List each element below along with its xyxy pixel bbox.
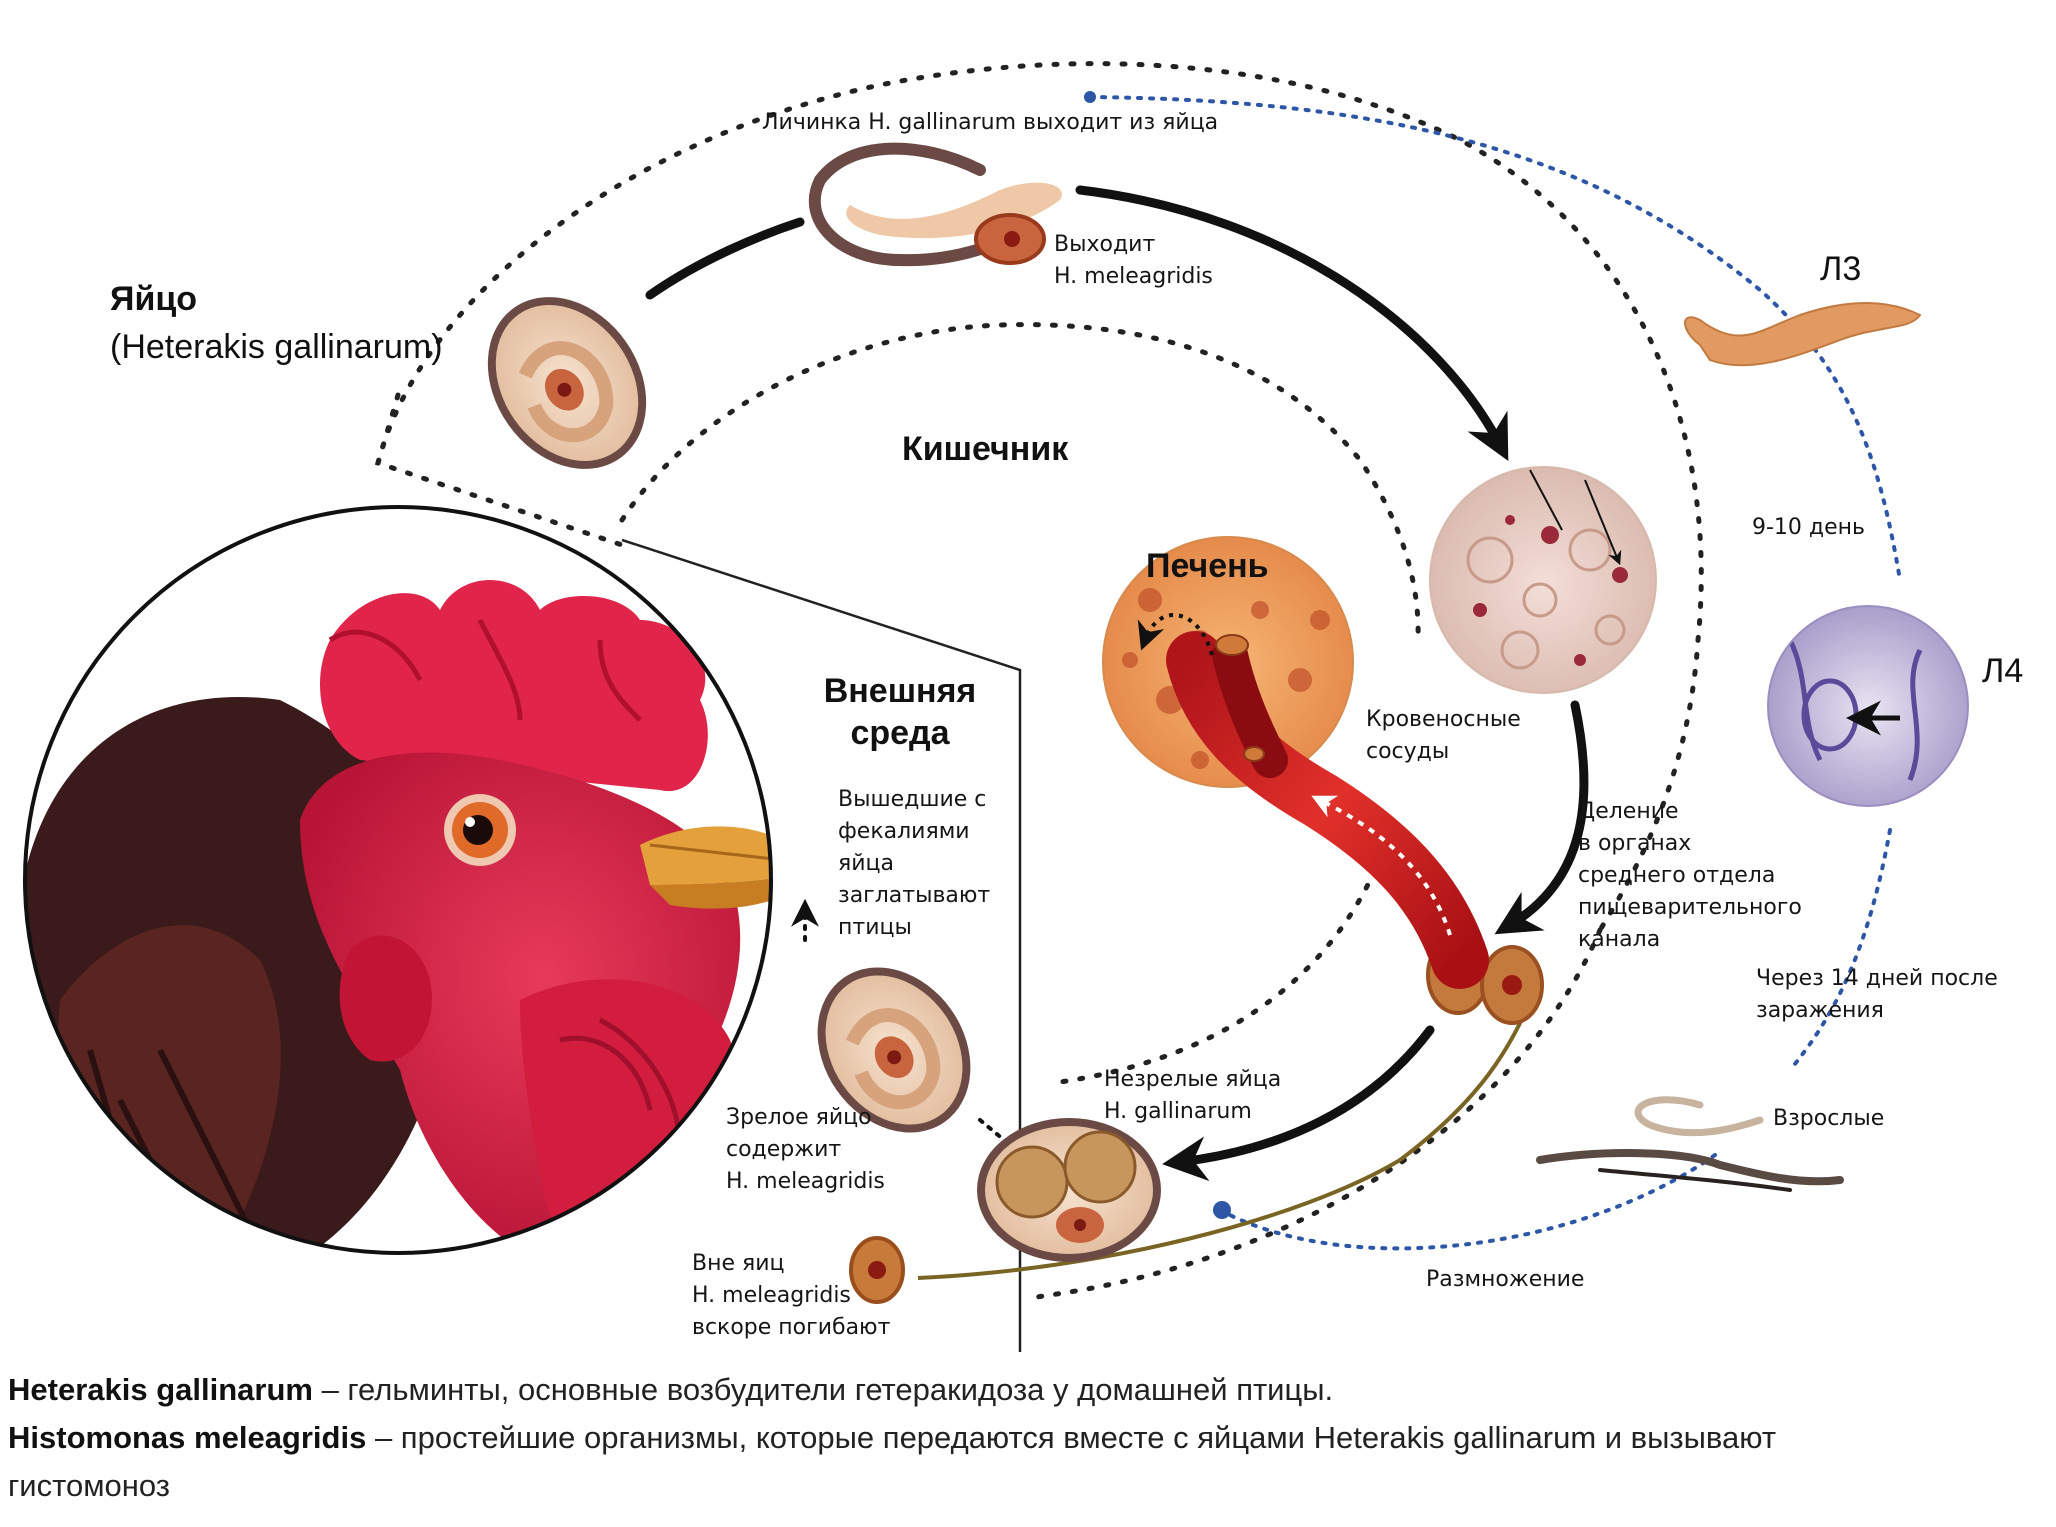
label-immature-eggs: Незрелые яйца H. gallinarum — [1104, 1067, 1282, 1124]
label-liver: Печень — [1146, 547, 1269, 585]
hatching-larva — [808, 142, 1062, 267]
outer-dotted-cycle — [375, 61, 1704, 1301]
label-division: Деление в органах среднего отдела пищева… — [1578, 799, 1802, 952]
label-intestine: Кишечник — [902, 430, 1069, 468]
label-larva-exits: Личинка H. gallinarum выходит из яйца — [762, 110, 1219, 135]
caption-histomonas: Histomonas meleagridis — [8, 1420, 367, 1455]
label-outside-eggs: Вне яиц H. meleagridis вскоре погибают — [692, 1251, 891, 1340]
caption-line-3: гистомоноз — [8, 1468, 170, 1503]
tissue-micrograph — [1430, 467, 1656, 693]
label-reproduction: Размножение — [1426, 1267, 1585, 1292]
egg-left — [487, 297, 647, 469]
egg-mature — [817, 967, 971, 1133]
label-day-9-10: 9-10 день — [1752, 515, 1866, 540]
protozoan-outside — [849, 1236, 905, 1304]
blue-start-dot — [1084, 91, 1096, 103]
label-l4: Л4 — [1982, 652, 2024, 690]
blue-dotted-cycle — [1088, 95, 1902, 1251]
rooster-frame — [23, 505, 773, 1255]
caption-heterakis-desc: – гельминты, основные возбудители гетера… — [312, 1372, 1334, 1407]
left-dotted-wedge — [374, 392, 625, 548]
adult-worms — [1536, 1096, 1844, 1192]
tissue-frame — [1429, 466, 1657, 694]
label-exits-meleagridis: Выходит H. meleagridis — [1054, 232, 1213, 289]
olive-line — [917, 989, 1537, 1280]
l3-larva — [1684, 302, 1922, 367]
l4-frame — [1767, 605, 1969, 807]
liver-frame — [1102, 536, 1354, 788]
inner-dotted-cycle — [619, 322, 1421, 1085]
caption-line-2: Histomonas meleagridis – простейшие орга… — [8, 1414, 1776, 1462]
label-blood-vessels: Кровеносные сосуды — [1366, 707, 1521, 764]
l4-micrograph — [1768, 606, 1968, 806]
label-mature-egg: Зрелое яйцо содержит H. meleagridis — [726, 1105, 885, 1194]
caption-line-1: Heterakis gallinarum – гельминты, основн… — [8, 1366, 1333, 1414]
environment-box-lines — [621, 538, 1022, 1352]
caption-heterakis: Heterakis gallinarum — [8, 1372, 313, 1407]
label-feces-eggs: Вышедшие с фекалиями яйца заглатывают пт… — [838, 787, 991, 940]
label-egg-species: (Heterakis gallinarum) — [110, 328, 443, 366]
black-cycle-arrows — [645, 185, 1589, 1182]
liver-dotted-loop — [1137, 612, 1214, 656]
caption-histomonas-desc: – простейшие организмы, которые передают… — [366, 1420, 1777, 1455]
label-outer-environment: Внешняя среда — [823, 672, 977, 752]
rooster-head-illustration — [25, 507, 771, 1253]
label-l3: Л3 — [1820, 250, 1862, 288]
label-adults: Взрослые — [1773, 1106, 1885, 1131]
label-egg-title: Яйцо — [110, 280, 198, 318]
blue-end-dot — [1213, 1201, 1231, 1219]
egg-immature — [977, 1118, 1161, 1262]
blood-vessel — [1166, 631, 1489, 989]
label-after-14-days: Через 14 дней после заражения — [1756, 966, 1998, 1023]
